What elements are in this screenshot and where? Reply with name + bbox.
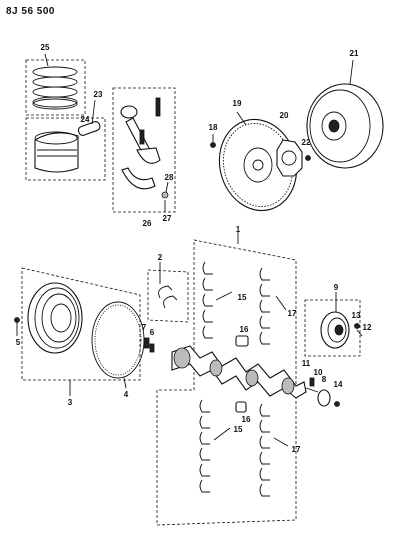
lower-bearing-shells-left	[199, 399, 210, 493]
callout-16-upper: 16	[240, 325, 249, 334]
adapter-plate	[276, 139, 311, 177]
callout-8: 8	[322, 375, 327, 384]
callout-23: 23	[94, 90, 103, 99]
callout-4: 4	[124, 390, 129, 399]
callout-15-upper: 15	[238, 293, 247, 302]
callout-20: 20	[280, 111, 289, 120]
callout-3: 3	[68, 398, 73, 407]
callout-9: 9	[334, 283, 339, 292]
callout-15-lower: 15	[234, 425, 243, 434]
callout-17-lower: 17	[292, 445, 301, 454]
connecting-rod-group	[112, 87, 176, 213]
seal-ring	[91, 301, 145, 389]
crankshaft	[171, 345, 319, 399]
vibration-damper-group	[14, 267, 141, 396]
callout-22: 22	[302, 138, 311, 147]
callout-7: 7	[142, 323, 147, 332]
callout-27: 27	[163, 214, 172, 223]
callout-5: 5	[16, 338, 21, 347]
callout-13: 13	[352, 311, 361, 320]
callout-16-lower: 16	[242, 415, 251, 424]
callout-17-upper: 17	[288, 309, 297, 318]
callout-28: 28	[165, 173, 174, 182]
key-and-pin	[143, 337, 155, 353]
callout-18: 18	[209, 123, 218, 132]
thrust-bearing-group	[147, 262, 189, 323]
main-bearings-box	[156, 232, 297, 526]
callout-26: 26	[143, 219, 152, 228]
piston-group	[25, 99, 106, 181]
callout-1: 1	[236, 225, 241, 234]
torque-converter	[306, 59, 384, 169]
upper-bearing-shells-left	[202, 261, 213, 339]
sprocket-group	[304, 292, 363, 407]
callout-6: 6	[150, 328, 155, 337]
upper-bearing-shells-right	[259, 267, 270, 345]
callout-24: 24	[81, 115, 90, 124]
diagram-reference-number: 8J 56 500	[6, 6, 55, 17]
bearing-cap-lower	[235, 401, 247, 413]
callout-2: 2	[158, 253, 163, 262]
callout-14: 14	[334, 380, 343, 389]
callout-12: 12	[363, 323, 372, 332]
piston-rings-group	[25, 53, 86, 116]
callout-10: 10	[314, 368, 323, 377]
bearing-cap-upper	[235, 335, 249, 347]
callout-25: 25	[41, 43, 50, 52]
callout-11: 11	[302, 359, 311, 368]
lower-bearing-shells-right	[259, 403, 270, 497]
callout-19: 19	[233, 99, 242, 108]
callout-21: 21	[350, 49, 359, 58]
